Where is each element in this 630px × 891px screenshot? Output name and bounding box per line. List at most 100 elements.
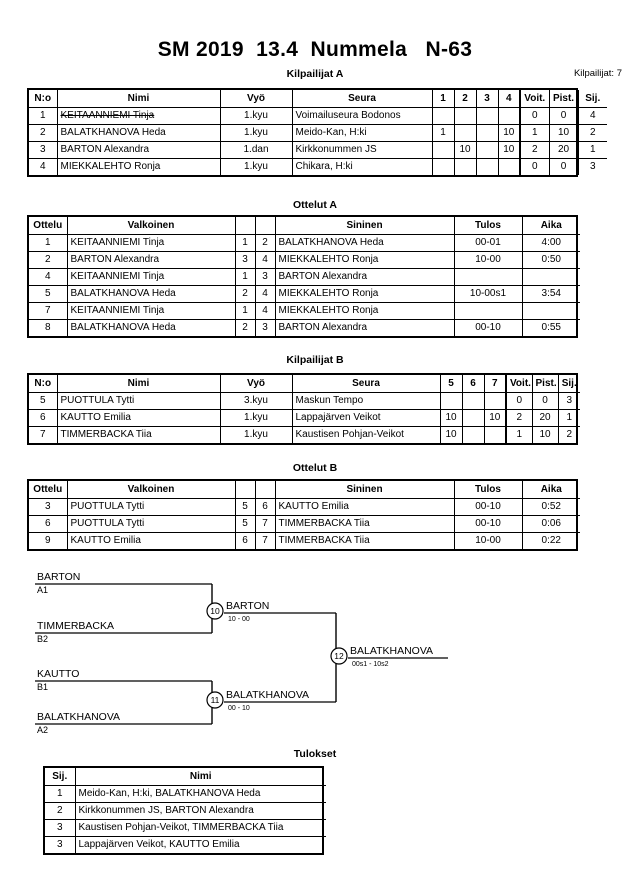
bracket-match-number-12: 12	[334, 651, 344, 661]
table-row: 6 PUOTTULA Tytti 5 7 TIMMERBACKA Tiia 00…	[29, 514, 580, 533]
table-row: 2 BALATKHANOVA Heda 1.kyu Meido-Kan, H:k…	[29, 123, 607, 142]
bracket-match-number-11: 11	[211, 695, 220, 705]
cell-match-1	[431, 106, 455, 125]
col-blue-no	[254, 481, 276, 499]
cell-match-6	[461, 391, 485, 410]
cell-match-no: 6	[29, 514, 68, 533]
cell-time: 3:54	[521, 284, 580, 303]
cell-blue-no: 4	[254, 284, 276, 303]
col-result: Tulos	[453, 481, 523, 499]
cell-time: 0:06	[521, 514, 580, 533]
table-row: 4 KEITAANNIEMI Tinja 1 3 BARTON Alexandr…	[29, 267, 580, 286]
cell-white: BALATKHANOVA Heda	[66, 284, 236, 303]
table-row: 1 Meido-Kan, H:ki, BALATKHANOVA Heda	[45, 784, 326, 803]
cell-number: 7	[29, 425, 58, 443]
cell-name: BARTON Alexandra	[56, 140, 221, 159]
cell-match-2	[453, 157, 477, 175]
col-points: Pist.	[548, 90, 579, 108]
col-belt: Vyö	[219, 375, 293, 393]
bracket-entry-name: BALATKHANOVA	[37, 711, 120, 723]
cell-wins: 1	[519, 123, 550, 142]
matches-a-header-row: Ottelu Valkoinen Sininen Tulos Aika	[29, 217, 580, 235]
cell-result	[453, 267, 523, 286]
bracket-score-final: 00s1 - 10s2	[352, 661, 389, 668]
cell-number: 3	[29, 140, 58, 159]
col-rank: Sij.	[557, 375, 580, 393]
cell-points: 0	[548, 106, 579, 125]
page-title: SM 2019 13.4 Nummela N-63	[157, 38, 473, 61]
cell-match-7: 10	[483, 408, 507, 427]
col-blue: Sininen	[274, 481, 455, 499]
cell-club: Chikara, H:ki	[291, 157, 433, 175]
cell-match-1	[431, 157, 455, 175]
cell-white: KEITAANNIEMI Tinja	[66, 233, 236, 252]
cell-match-2: 10	[453, 140, 477, 159]
bracket-entry-name: KAUTTO	[37, 668, 79, 680]
cell-match-4: 10	[497, 140, 521, 159]
cell-match-7	[483, 391, 507, 410]
table-row: 3 Lappajärven Veikot, KAUTTO Emilia	[45, 835, 326, 853]
cell-white-no: 1	[234, 267, 256, 286]
col-white: Valkoinen	[66, 481, 236, 499]
cell-match-no: 8	[29, 318, 68, 336]
cell-points: 0	[531, 391, 559, 410]
cell-white: KEITAANNIEMI Tinja	[66, 301, 236, 320]
cell-rank: 2	[557, 425, 580, 443]
cell-match-3	[475, 157, 499, 175]
cell-rank: 1	[557, 408, 580, 427]
cell-white-no: 2	[234, 284, 256, 303]
table-row: 9 KAUTTO Emilia 6 7 TIMMERBACKA Tiia 10-…	[29, 531, 580, 549]
col-white-no	[234, 217, 256, 235]
cell-result: 10-00	[453, 531, 523, 549]
col-match-3: 3	[475, 90, 499, 108]
cell-white-no: 1	[234, 233, 256, 252]
cell-rank: 4	[577, 106, 607, 125]
cell-match-no: 4	[29, 267, 68, 286]
cell-name: KAUTTO Emilia	[56, 408, 221, 427]
col-rank: Sij.	[45, 768, 76, 786]
cell-blue: MIEKKALEHTO Ronja	[274, 284, 455, 303]
col-number: N:o	[29, 90, 58, 108]
col-points: Pist.	[531, 375, 559, 393]
section-caption-matches-b: Ottelut B	[292, 462, 338, 474]
cell-blue-no: 4	[254, 301, 276, 320]
cell-time	[521, 301, 580, 320]
table-row: 3 BARTON Alexandra 1.dan Kirkkonummen JS…	[29, 140, 607, 159]
cell-club: Voimailuseura Bodonos	[291, 106, 433, 125]
table-row: 1 KEITAANNIEMI Tinja 1.kyu Voimailuseura…	[29, 106, 607, 125]
col-time: Aika	[521, 217, 580, 235]
cell-number: 6	[29, 408, 58, 427]
cell-white: BARTON Alexandra	[66, 250, 236, 269]
col-belt: Vyö	[219, 90, 293, 108]
cell-time: 0:52	[521, 497, 580, 516]
bracket-entry-seed: A2	[37, 725, 48, 735]
pool-a-table: N:o Nimi Vyö Seura 1 2 3 4 Voit. Pist. S…	[27, 88, 607, 177]
col-blue: Sininen	[274, 217, 455, 235]
elimination-bracket: BARTON A1 TIMMERBACKA B2 KAUTTO B1 BALAT…	[0, 565, 630, 745]
cell-belt: 1.kyu	[219, 425, 293, 443]
cell-match-1: 1	[431, 123, 455, 142]
table-row: 5 BALATKHANOVA Heda 2 4 MIEKKALEHTO Ronj…	[29, 284, 580, 303]
table-row: 7 TIMMERBACKA Tiia 1.kyu Kaustisen Pohja…	[29, 425, 580, 443]
col-wins: Voit.	[519, 90, 550, 108]
col-match-no: Ottelu	[29, 217, 68, 235]
col-match-7: 7	[483, 375, 507, 393]
bracket-entry-seed: A1	[37, 585, 48, 595]
cell-name: BALATKHANOVA Heda	[56, 123, 221, 142]
bracket-entry-name: BARTON	[37, 571, 80, 583]
cell-belt: 1.kyu	[219, 106, 293, 125]
cell-match-2	[453, 106, 477, 125]
cell-white: KAUTTO Emilia	[66, 531, 236, 549]
col-time: Aika	[521, 481, 580, 499]
cell-belt: 3.kyu	[219, 391, 293, 410]
table-row: 5 PUOTTULA Tytti 3.kyu Maskun Tempo 0 0 …	[29, 391, 580, 410]
col-match-6: 6	[461, 375, 485, 393]
cell-rank: 3	[557, 391, 580, 410]
table-row: 3 Kaustisen Pohjan-Veikot, TIMMERBACKA T…	[45, 818, 326, 837]
table-row: 4 MIEKKALEHTO Ronja 1.kyu Chikara, H:ki …	[29, 157, 607, 175]
cell-name: MIEKKALEHTO Ronja	[56, 157, 221, 175]
cell-white: PUOTTULA Tytti	[66, 497, 236, 516]
cell-blue: BARTON Alexandra	[274, 267, 455, 286]
cell-number: 5	[29, 391, 58, 410]
